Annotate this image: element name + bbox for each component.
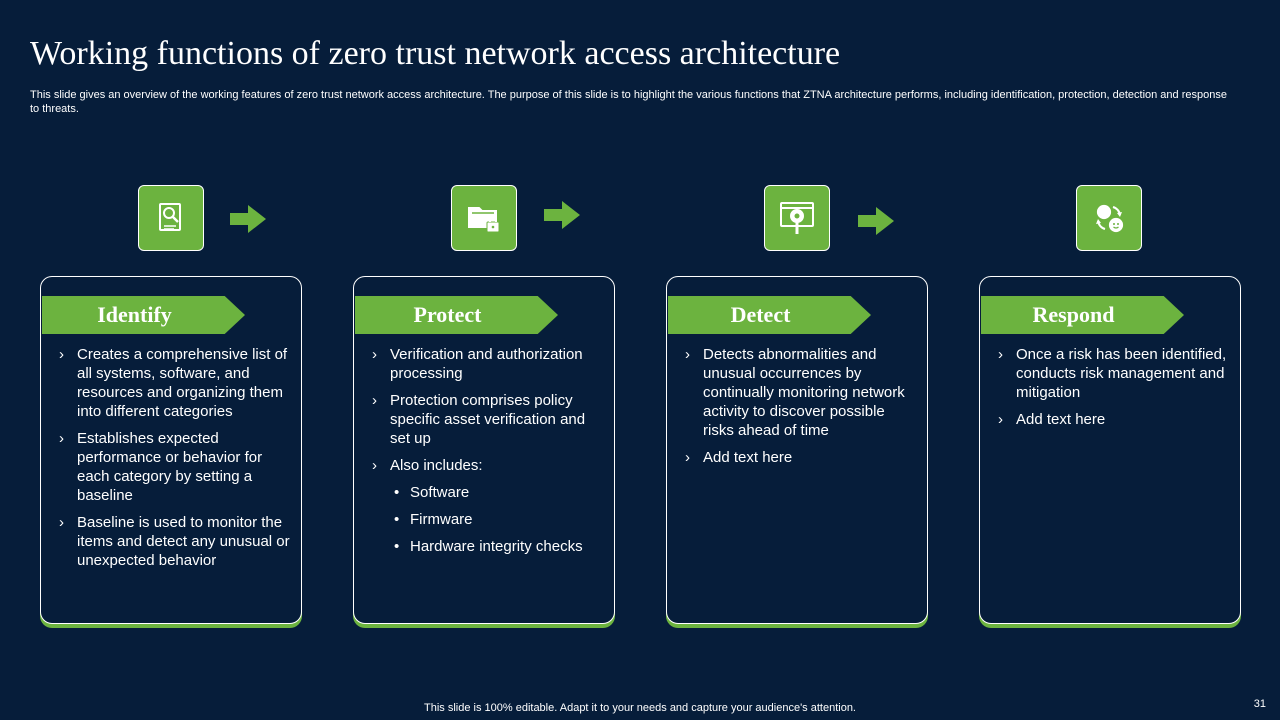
protect-list: Verification and authorization processin… [372,345,604,564]
list-item: Once a risk has been identified, conduct… [998,345,1230,402]
identify-card: Identify Creates a comprehensive list of… [40,276,302,624]
bug-scan-icon [764,185,830,251]
detect-card: Detect Detects abnormalities and unusual… [666,276,928,624]
list-item: Verification and authorization processin… [372,345,604,383]
page-title: Working functions of zero trust network … [30,35,841,72]
protect-card: Protect Verification and authorization p… [353,276,615,624]
list-item: Establishes expected performance or beha… [59,429,291,505]
list-item: Baseline is used to monitor the items an… [59,513,291,570]
respond-list: Once a risk has been identified, conduct… [998,345,1230,437]
list-item: Add text here [998,410,1230,429]
list-item: Detects abnormalities and unusual occurr… [685,345,917,440]
list-item: Also includes: [372,456,604,475]
footer-note: This slide is 100% editable. Adapt it to… [424,702,856,714]
page-subtitle: This slide gives an overview of the work… [30,89,1227,115]
sub-list-item: Software [372,483,604,502]
arrow-right-icon [858,207,894,235]
list-item: Creates a comprehensive list of all syst… [59,345,291,421]
arrow-right-icon [544,201,580,229]
list-item: Add text here [685,448,917,467]
document-search-icon [138,185,204,251]
respond-heading: Respond [981,296,1184,334]
locked-folder-icon [451,185,517,251]
support-cycle-icon [1076,185,1142,251]
respond-card: Respond Once a risk has been identified,… [979,276,1241,624]
arrow-right-icon [230,205,266,233]
detect-list: Detects abnormalities and unusual occurr… [685,345,917,475]
page-number: 31 [1253,698,1266,710]
list-item: Protection comprises policy specific ass… [372,391,604,448]
identify-list: Creates a comprehensive list of all syst… [59,345,291,578]
sub-list-item: Firmware [372,510,604,529]
sub-list-item: Hardware integrity checks [372,537,604,556]
detect-heading: Detect [668,296,871,334]
identify-heading: Identify [42,296,245,334]
protect-heading: Protect [355,296,558,334]
